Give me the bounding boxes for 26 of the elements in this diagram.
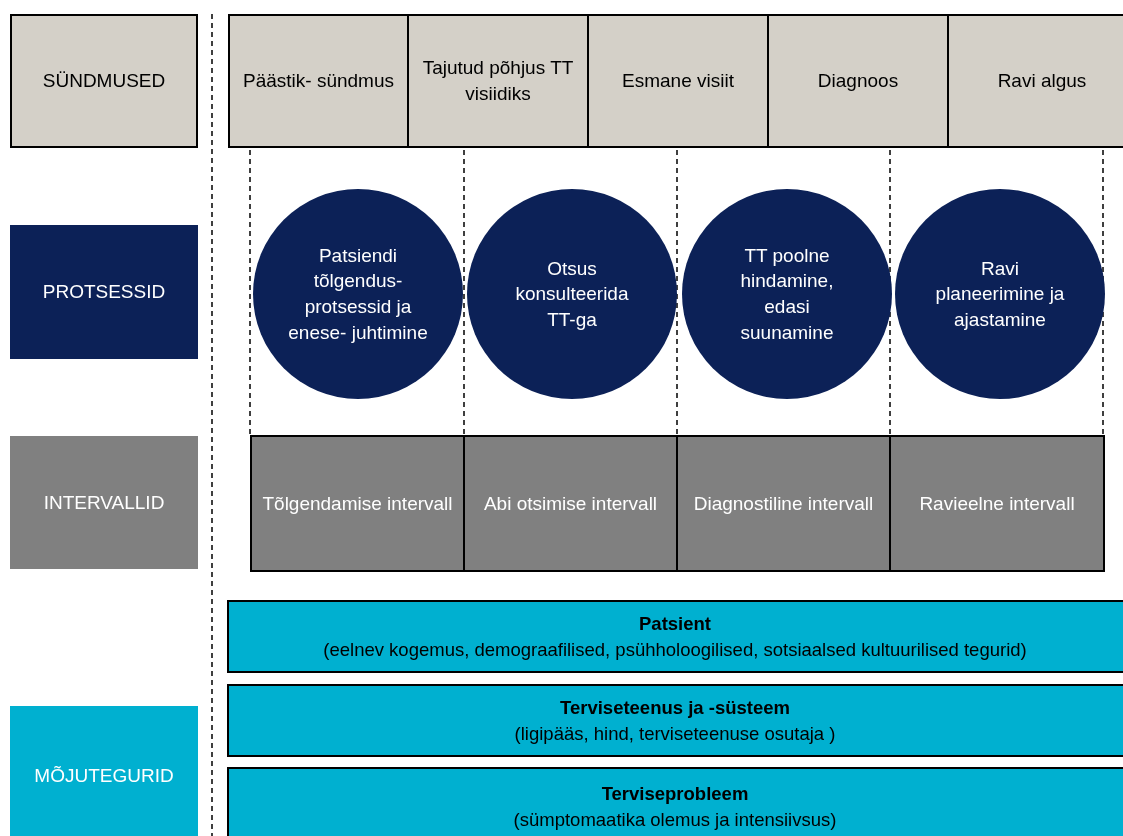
process-circle: Ravi planeerimine ja ajastamine [895, 189, 1105, 399]
row-header: SÜNDMUSED [10, 14, 198, 148]
process-circle: TT poolne hindamine, edasi suunamine [682, 189, 892, 399]
event-box: Esmane visiit [587, 14, 769, 148]
row-header: PROTSESSID [10, 225, 198, 359]
factor-title: Terviseteenus ja -süsteem [560, 695, 790, 720]
factor-bar [227, 600, 1123, 673]
factor-description: (ligipääs, hind, terviseteenuse osutaja ) [514, 721, 836, 746]
row-header: INTERVALLID [10, 436, 198, 569]
factor-description: (eelnev kogemus, demograafilised, psühholoogilised, sotsiaalsed kultuurilised tegurid) [323, 637, 1027, 662]
row-header: MÕJUTEGURID [10, 706, 198, 836]
process-circle: Otsus konsulteerida TT-ga [467, 189, 677, 399]
interval-box: Abi otsimise intervall [463, 435, 678, 572]
process-circle: Patsiendi tõlgendus- protsessid ja enese- juhtimine [253, 189, 463, 399]
event-box: Ravi algus [947, 14, 1123, 148]
factor-title: Patsient [639, 611, 711, 636]
interval-box: Ravieelne intervall [889, 435, 1105, 572]
factor-title: Terviseprobleem [601, 782, 749, 807]
factor-bar [227, 767, 1123, 836]
event-box: Päästik- sündmus [228, 14, 409, 148]
interval-box: Tõlgendamise intervall [250, 435, 465, 572]
factor-bar [227, 684, 1123, 757]
event-box: Diagnoos [767, 14, 949, 148]
factor-description: (sümptomaatika olemus ja intensiivsus) [513, 808, 837, 832]
interval-box: Diagnostiline intervall [676, 435, 891, 572]
event-box: Tajutud põhjus TT visiidiks [407, 14, 589, 148]
